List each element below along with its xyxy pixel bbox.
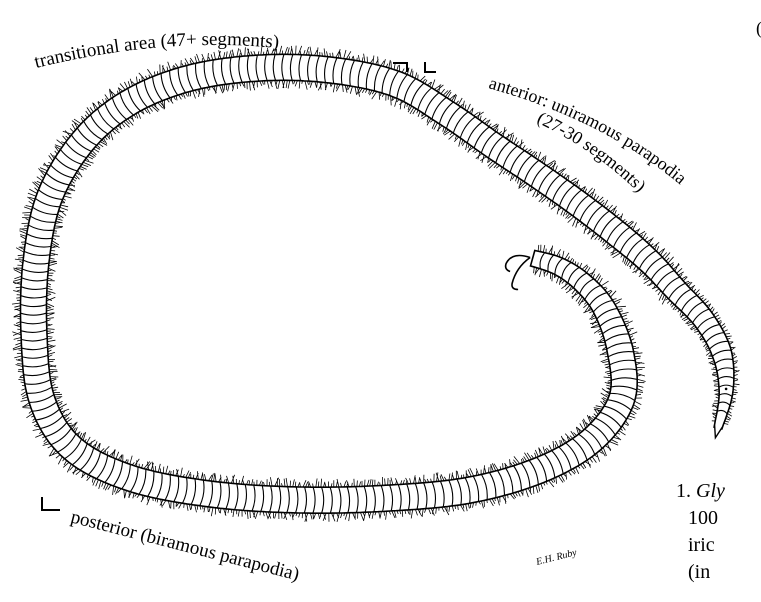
worm-head (715, 425, 723, 438)
polychaete-worm-body (12, 46, 740, 522)
caption-genus: Gly (696, 480, 725, 502)
figure-caption: 1. Gly 100 iric (in (676, 478, 761, 586)
caption-line-3: iric (688, 532, 761, 559)
caption-line-4: (in (688, 559, 761, 586)
caption-number: 1. (676, 480, 691, 502)
posterior-bracket (42, 497, 60, 510)
body-segments (21, 55, 734, 513)
posterior-label: posterior (biramous parapodia) (69, 506, 302, 585)
worm-eyespot (725, 388, 728, 391)
corner-fragment: ( (756, 18, 761, 39)
worm-body-outline (21, 54, 734, 513)
artist-signature: E.H. Ruby (534, 547, 578, 568)
caption-line-2: 100 (688, 505, 761, 532)
anal-cirrus-lower (512, 258, 530, 290)
transitional-bracket-end (425, 62, 436, 72)
